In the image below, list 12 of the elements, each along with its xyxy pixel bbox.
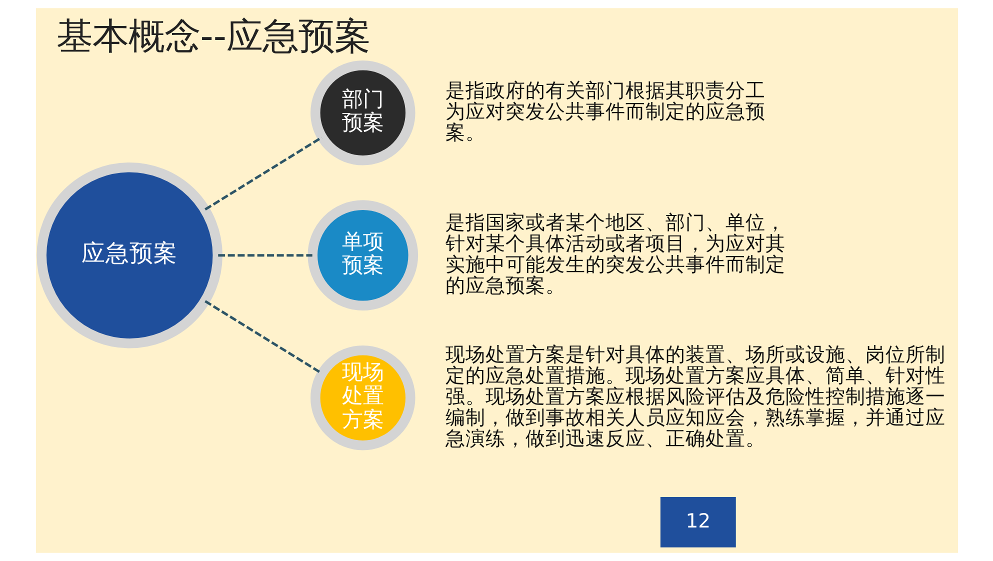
node-circle: 单项预案 bbox=[307, 200, 418, 311]
diagram-title: 基本概念--应急预案 bbox=[56, 14, 370, 58]
connector bbox=[204, 300, 322, 374]
node-label: 是指国家或者某个地区、部门、单位，针对某个具体活动或者项目，为应对其实施中可能发生的突发公共事件而制定的应急预案。 bbox=[444, 211, 785, 297]
connector bbox=[204, 136, 322, 211]
connector bbox=[218, 254, 312, 257]
label: 12 bbox=[685, 509, 710, 532]
node-circle: 应急预案 bbox=[36, 162, 222, 348]
node-label: 是指政府的有关部门根据其职责分工为应对突发公共事件而制定的应急预案。 bbox=[444, 79, 765, 144]
node-circle: 部门预案 bbox=[310, 60, 415, 166]
node-circle: 现场处置方案 bbox=[310, 345, 415, 450]
node-label: 现场处置方案是针对具体的装置、场所或设施、岗位所制定的应急处置措施。现场处置方案应具体、简单、针对性强。现场处置方案应根据风险评估及危险性控制措施逐一编制，做到事故相关人员应知应会，熟练掌握，并通过应急演练，做到迅速反应、正确处置。 bbox=[444, 343, 945, 450]
